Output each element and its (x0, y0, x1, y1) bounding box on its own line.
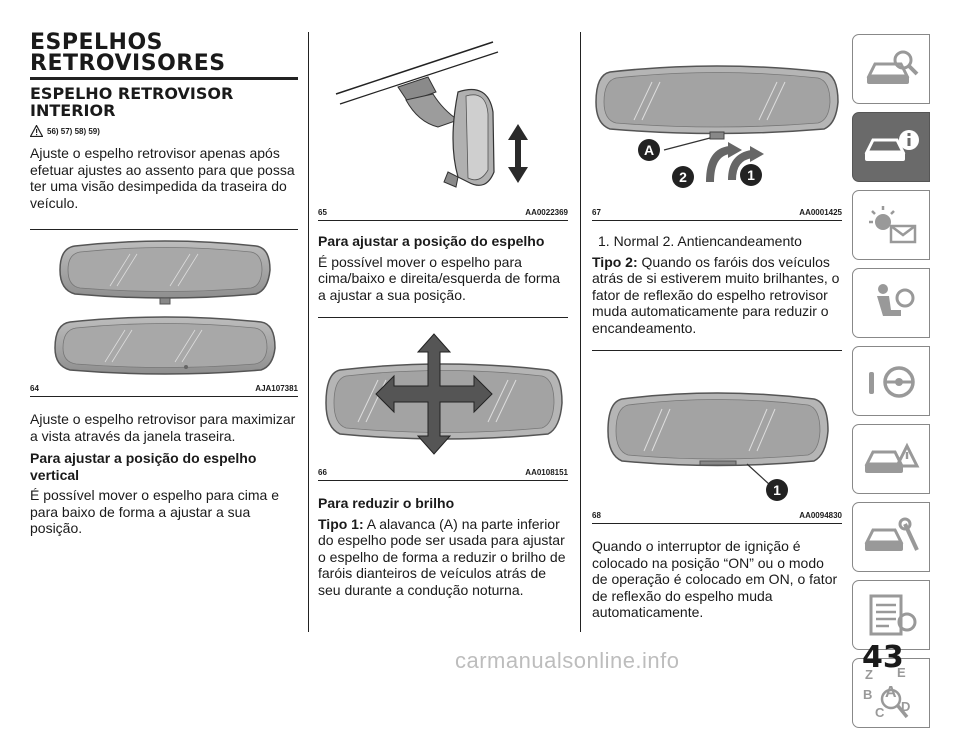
tab-knowing-car[interactable] (852, 34, 930, 104)
car-breakdown-icon (864, 442, 920, 473)
mirror-mount-image (335, 41, 528, 188)
index-letter: A (885, 684, 897, 701)
airbag-seat-icon (877, 284, 915, 316)
index-letter: Z (865, 667, 873, 682)
tab-emergency[interactable] (852, 424, 930, 494)
figure-code: AA0108151 (525, 468, 568, 477)
auto-dimming-mirror-image (607, 392, 829, 486)
steering-wheel-icon (869, 366, 915, 398)
figure-67: A 2 1 67 AA0001425 (592, 32, 842, 217)
figure-top-rule (592, 350, 842, 351)
figure-67-caption: 67 AA0001425 (592, 208, 842, 217)
figure-code: AA0001425 (799, 208, 842, 217)
tab-warning-lights[interactable] (852, 190, 930, 260)
label-1: 1 (740, 164, 762, 186)
column-1: ESPELHOS RETROVISORES ESPELHO RETROVISOR… (30, 32, 298, 537)
intro-text: Ajuste o espelho retrovisor apenas após … (30, 145, 295, 211)
tab-maintenance[interactable] (852, 502, 930, 572)
figure-code: AA0094830 (799, 511, 842, 520)
vertical-adjust-heading: Para ajustar a posição do espelho vertic… (30, 450, 257, 483)
subsection-title: ESPELHO RETROVISOR INTERIOR (30, 84, 234, 120)
warning-refs-text: 56) 57) 58) 59) (47, 126, 100, 136)
tab-safety[interactable] (852, 268, 930, 338)
title-rule (30, 77, 298, 80)
figure-top-rule (30, 229, 298, 230)
column-3: A 2 1 67 AA0001425 1. Normal 2. Antienca… (592, 32, 842, 621)
tipo-2-paragraph: Tipo 2: Quando os faróis dos veículos at… (592, 254, 842, 337)
section-title: ESPELHOS RETROVISORES (30, 30, 226, 76)
figure-64-caption: 64 AJA107381 (30, 384, 298, 393)
tipo-1-text: A alavanca (A) na parte inferior do espe… (318, 515, 566, 598)
tab-dashboard[interactable] (852, 112, 930, 182)
ignition-paragraph: Quando o interruptor de ignição é coloca… (592, 538, 838, 620)
watermark: carmanualsonline.info (455, 648, 680, 673)
paragraph-adjust: É possível mover o espelho para cima/bai… (318, 253, 561, 303)
tipo-2-label: Tipo 2: (592, 253, 638, 270)
figure-bottom-rule (30, 396, 298, 397)
mirror-directions-image (325, 333, 563, 455)
interior-mirror-image (54, 240, 276, 375)
index-letter: C (875, 705, 885, 720)
column-divider (580, 32, 581, 632)
warning-lights-icon (869, 206, 917, 244)
tipo-2-text: Quando os faróis dos veículos atrás de s… (592, 253, 840, 336)
car-info-icon (864, 130, 919, 161)
figure-number: 67 (592, 208, 601, 217)
page-number: 43 (862, 640, 904, 675)
tipo-1-label: Tipo 1: (318, 515, 364, 532)
figure-64: 64 AJA107381 (30, 230, 298, 393)
label-1: 1 (766, 479, 788, 501)
label-2: 2 (672, 166, 694, 188)
paragraph-2: Ajuste o espelho retrovisor para maximiz… (30, 411, 296, 444)
column-2: 65 AA0022369 Para ajustar a posição do e… (318, 32, 568, 598)
car-service-icon (864, 517, 919, 551)
figure-bottom-rule (592, 220, 842, 221)
figure-legend: 1. Normal 2. Antiencandeamento (598, 233, 802, 249)
column-divider (308, 32, 309, 632)
warning-triangle-icon (30, 125, 43, 137)
figure-bottom-rule (318, 220, 568, 221)
label-a: A (638, 139, 660, 161)
figure-number: 66 (318, 468, 327, 477)
figure-number: 65 (318, 208, 327, 217)
reduce-glare-heading: Para reduzir o brilho (318, 495, 455, 511)
manual-dimming-mirror-image (595, 65, 839, 183)
tipo-1-paragraph: Tipo 1: A alavanca (A) na parte inferior… (318, 516, 568, 599)
figure-65: 65 AA0022369 (318, 32, 568, 217)
index-letter: E (897, 665, 906, 680)
tab-specifications[interactable] (852, 580, 930, 650)
figure-code: AA0022369 (525, 208, 568, 217)
car-magnifier-icon (866, 50, 919, 84)
figure-number: 64 (30, 384, 39, 393)
figure-68: 1 68 AA0094830 (592, 351, 842, 520)
figure-66-caption: 66 AA0108151 (318, 468, 568, 477)
warning-refs: 56) 57) 58) 59) (30, 125, 298, 137)
figure-bottom-rule (592, 523, 842, 524)
tab-starting-driving[interactable] (852, 346, 930, 416)
figure-bottom-rule (318, 480, 568, 481)
paragraph-3: É possível mover o espelho para cima e p… (30, 487, 280, 536)
figure-top-rule (318, 317, 568, 318)
figure-number: 68 (592, 511, 601, 520)
specifications-icon (869, 594, 917, 636)
index-letter: B (863, 687, 872, 702)
figure-66: 66 AA0108151 (318, 318, 568, 477)
figure-68-caption: 68 AA0094830 (592, 511, 842, 520)
adjust-position-heading: Para ajustar a posição do espelho (318, 233, 545, 249)
figure-65-caption: 65 AA0022369 (318, 208, 568, 217)
figure-code: AJA107381 (255, 384, 298, 393)
